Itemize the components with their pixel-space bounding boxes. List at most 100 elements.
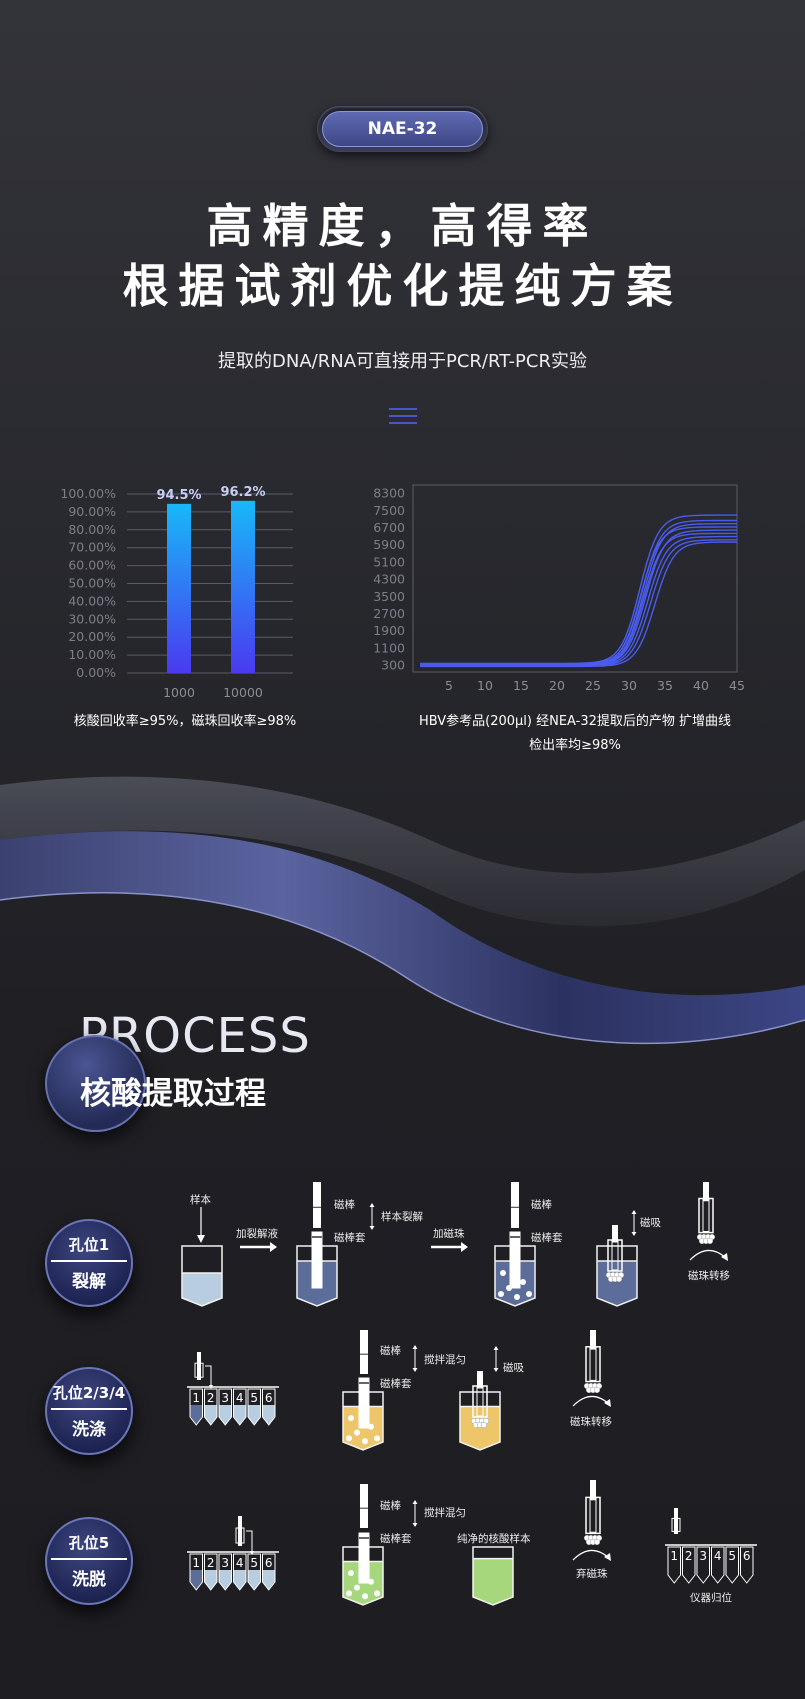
- label-rod: 磁棒: [380, 1500, 401, 1512]
- bead: [346, 1590, 352, 1597]
- rod-with-beads-icon: [583, 1480, 603, 1546]
- rod-sleeve: [509, 1231, 521, 1289]
- arrow-down-icon: [197, 1207, 205, 1243]
- sample-tube: [181, 1245, 223, 1307]
- line-chart-caption-1: HBV参考品(200µl) 经NEA-32提取后的产物 扩增曲线: [418, 714, 732, 729]
- well-number: 1: [670, 1549, 678, 1563]
- magnetic-rod: [360, 1484, 368, 1528]
- menu-icon: [389, 408, 417, 429]
- headline-line1: 高精度，高得率: [206, 199, 599, 253]
- y-tick-label: 1100: [373, 640, 405, 655]
- y-tick-label: 0.00%: [76, 665, 116, 680]
- suction-tube: [596, 1245, 638, 1307]
- label-instrument-reset: 仪器归位: [690, 1592, 732, 1604]
- label-rod-sleeve: 磁棒套: [531, 1232, 563, 1244]
- bar-10000: [231, 500, 255, 673]
- model-badge-label: NAE-32: [322, 111, 483, 147]
- y-tick-label: 50.00%: [68, 576, 116, 591]
- bead: [374, 1590, 380, 1597]
- bar-data-label: 96.2%: [220, 485, 265, 500]
- y-tick-label: 5900: [373, 537, 405, 552]
- step-name: 裂解: [72, 1272, 106, 1292]
- label-bead-transfer: 磁珠转移: [570, 1416, 612, 1428]
- label-sample: 样本: [190, 1194, 211, 1206]
- up-down-arrow-icon: [412, 1500, 418, 1527]
- x-tick-label: 1000: [163, 685, 195, 700]
- x-tick-label: 10: [477, 678, 493, 693]
- y-tick-label: 100.00%: [60, 486, 116, 501]
- process-title: 核酸提取过程: [80, 1076, 266, 1112]
- recovery-bar-chart: 0.00%10.00%20.00%30.00%40.00%50.00%60.00…: [0, 470, 320, 710]
- wash-suction-tube: [459, 1391, 501, 1451]
- y-tick-label: 6700: [373, 520, 405, 535]
- up-down-arrow-icon: [412, 1345, 418, 1372]
- well-number: 5: [250, 1556, 258, 1570]
- label-stir-mix: 搅拌混匀: [424, 1354, 466, 1366]
- rod-sleeve: [358, 1532, 370, 1584]
- label-stir-mix: 搅拌混匀: [424, 1507, 466, 1519]
- step-badge-lysis: 孔位1 裂解: [45, 1219, 133, 1307]
- pure-sample-tube: [472, 1546, 514, 1606]
- amplification-curve-c9: [420, 541, 737, 668]
- pipette-rod-icon: [194, 1352, 213, 1389]
- bead: [362, 1438, 368, 1445]
- subtitle: 提取的DNA/RNA可直接用于PCR/RT-PCR实验: [218, 351, 587, 372]
- rod-with-beads-icon: [583, 1330, 603, 1394]
- y-tick-label: 70.00%: [68, 540, 116, 555]
- well-number: 1: [192, 1556, 200, 1570]
- label-magnetic-suction: 磁吸: [640, 1217, 661, 1229]
- headline-line2: 根据试剂优化提纯方案: [122, 259, 683, 313]
- label-pure-sample: 纯净的核酸样本: [457, 1533, 531, 1545]
- y-tick-label: 30.00%: [68, 611, 116, 626]
- step-position: 孔位5: [68, 1534, 110, 1552]
- up-down-arrow-icon: [493, 1346, 499, 1372]
- bar-chart-caption: 核酸回收率≥95%，磁珠回收率≥98%: [73, 714, 297, 729]
- label-rod: 磁棒: [380, 1345, 401, 1357]
- process-circle-decoration: [45, 1035, 146, 1132]
- well-number: 4: [714, 1549, 722, 1563]
- x-tick-label: 5: [445, 678, 453, 693]
- y-tick-label: 40.00%: [68, 593, 116, 608]
- bar-1000: [167, 503, 191, 673]
- plot-frame: [412, 484, 738, 673]
- well-number: 6: [743, 1549, 751, 1563]
- well-number: 3: [221, 1391, 229, 1405]
- well-number: 2: [207, 1391, 215, 1405]
- well-number: 3: [699, 1549, 707, 1563]
- well-number: 1: [192, 1391, 200, 1405]
- y-tick-label: 2700: [373, 606, 405, 621]
- y-tick-label: 7500: [373, 503, 405, 518]
- bead: [520, 1279, 526, 1285]
- step-position: 孔位2/3/4: [52, 1384, 126, 1402]
- label-magnetic-suction: 磁吸: [503, 1362, 524, 1374]
- x-tick-label: 35: [657, 678, 673, 693]
- well-number: 6: [265, 1556, 273, 1570]
- y-tick-label: 5100: [373, 554, 405, 569]
- x-tick-label: 20: [549, 678, 565, 693]
- y-tick-label: 8300: [373, 486, 405, 501]
- well-number: 3: [221, 1556, 229, 1570]
- y-tick-label: 60.00%: [68, 558, 116, 573]
- y-tick-label: 90.00%: [68, 504, 116, 519]
- y-tick-label: 20.00%: [68, 629, 116, 644]
- x-tick-label: 30: [621, 678, 637, 693]
- y-tick-label: 4300: [373, 572, 405, 587]
- bead: [498, 1291, 504, 1297]
- bead: [514, 1294, 520, 1300]
- rod-sleeve: [358, 1377, 370, 1429]
- rod-with-beads-icon: [470, 1371, 490, 1429]
- label-add-lysis: 加裂解液: [236, 1228, 278, 1240]
- label-bead-transfer: 磁珠转移: [688, 1270, 730, 1282]
- pipette-rod-icon: [235, 1516, 254, 1555]
- curved-arrow-icon: [572, 1549, 611, 1561]
- well-number: 6: [265, 1391, 273, 1405]
- x-tick-label: 25: [585, 678, 601, 693]
- bead: [348, 1570, 354, 1577]
- y-tick-label: 3500: [373, 589, 405, 604]
- step-position: 孔位1: [68, 1236, 110, 1254]
- step-name: 洗脱: [72, 1570, 106, 1590]
